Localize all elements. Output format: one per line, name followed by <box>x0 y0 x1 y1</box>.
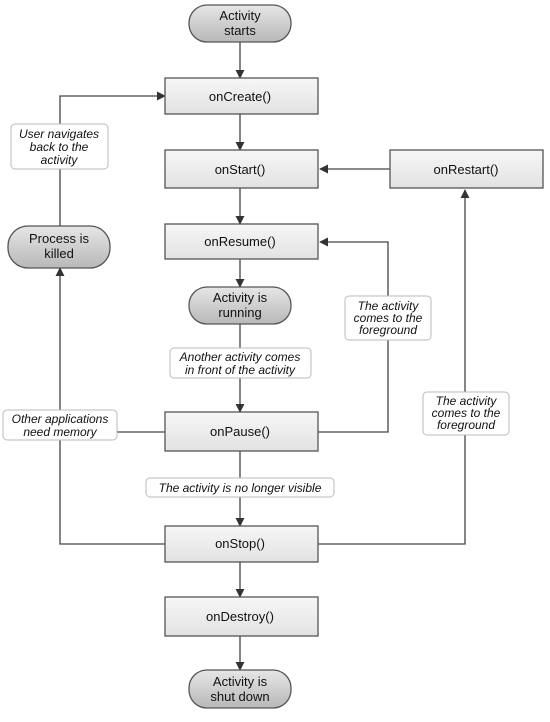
edge-process-killed-to-oncreate <box>59 91 166 226</box>
node-onrestart: onRestart() <box>389 149 544 189</box>
label-no-longer-visible: The activity is no longer visible <box>145 477 335 498</box>
activity-running-line1: Activity is <box>213 290 268 305</box>
oncreate-label: onCreate() <box>209 89 271 104</box>
node-onstop: onStop() <box>164 525 319 563</box>
onrestart-label: onRestart() <box>433 162 498 177</box>
onpause-label: onPause() <box>210 424 270 439</box>
onstart-label: onStart() <box>215 162 266 177</box>
activity-running-line2: running <box>218 305 261 320</box>
node-onstart: onStart() <box>164 149 319 189</box>
activity-shut-down-line2: shut down <box>210 689 269 704</box>
process-killed-line2: killed <box>44 246 74 261</box>
edge-onstop-to-onrestart <box>318 189 470 545</box>
svg-text:The activity is no longer visi: The activity is no longer visible <box>159 481 322 495</box>
node-ondestroy: onDestroy() <box>164 596 319 637</box>
onresume-label: onResume() <box>204 234 276 249</box>
edge-onstop-to-process-killed <box>55 267 165 545</box>
process-killed-line1: Process is <box>29 231 89 246</box>
activity-starts-line1: Activity <box>219 8 261 23</box>
node-onpause: onPause() <box>164 411 319 452</box>
activity-starts-line2: starts <box>224 23 256 38</box>
ondestroy-label: onDestroy() <box>206 609 274 624</box>
node-onresume: onResume() <box>164 223 319 260</box>
activity-shut-down-line1: Activity is <box>213 674 268 689</box>
node-oncreate: onCreate() <box>164 77 319 115</box>
onstop-label: onStop() <box>215 536 265 551</box>
